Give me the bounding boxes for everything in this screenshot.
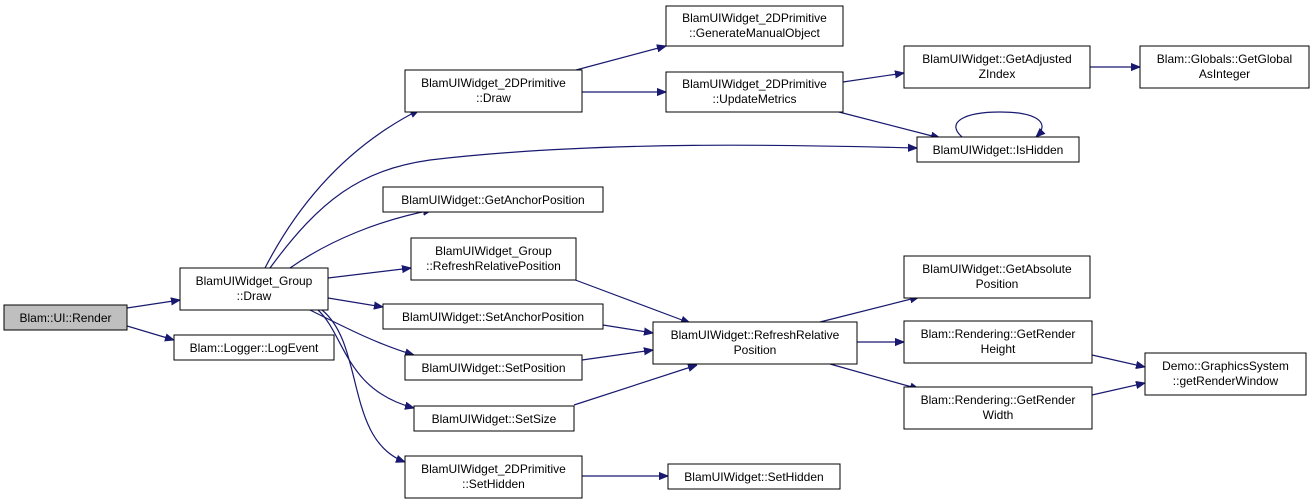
node-label-line1: BlamUIWidget::RefreshRelative (671, 328, 840, 342)
node-label-line1: BlamUIWidget_2DPrimitive (682, 77, 827, 91)
node-blam-ui-render[interactable]: Blam::UI::Render (3, 304, 128, 331)
node-label: BlamUIWidget::SetPosition (421, 361, 565, 375)
node-label-line2: Position (976, 277, 1019, 291)
node-get-render-width[interactable]: Blam::Rendering::GetRender Width (903, 386, 1093, 430)
edge-group-draw-to-set-position (309, 309, 414, 355)
node-label-line2: ::GenerateManualObject (689, 26, 820, 40)
node-get-adjusted-zindex[interactable]: BlamUIWidget::GetAdjusted ZIndex (903, 45, 1091, 89)
node-label-line1: Blam::Globals::GetGlobal (1157, 52, 1292, 66)
node-label-line2: ::UpdateMetrics (712, 92, 796, 106)
edge-group-draw-to-set-size (317, 309, 414, 408)
node-label-line2: ::getRenderWindow (1173, 374, 1279, 388)
node-get-render-height[interactable]: Blam::Rendering::GetRender Height (903, 320, 1093, 364)
node-is-hidden[interactable]: BlamUIWidget::IsHidden (916, 136, 1080, 163)
node-label-line2: AsInteger (1199, 67, 1250, 81)
edge-update-metrics-to-get-adj-z (842, 73, 904, 83)
node-label-line1: Blam::Rendering::GetRender (921, 327, 1076, 341)
node-label-line2: ::Draw (476, 91, 511, 105)
node-label-line1: BlamUIWidget_2DPrimitive (421, 462, 566, 476)
node-label-line1: Blam::Rendering::GetRender (921, 393, 1076, 407)
edge-group-draw-to-set-anchor (327, 297, 383, 307)
node-refresh-relative-position[interactable]: BlamUIWidget::RefreshRelative Position (652, 321, 858, 365)
node-get-anchor-position[interactable]: BlamUIWidget::GetAnchorPosition (382, 186, 604, 213)
edge-set-position-to-refresh-rel (581, 350, 653, 361)
node-set-anchor-position[interactable]: BlamUIWidget::SetAnchorPosition (382, 303, 604, 330)
node-update-metrics[interactable]: BlamUIWidget_2DPrimitive ::UpdateMetrics (665, 71, 844, 113)
node-globals-get-global-as-integer[interactable]: Blam::Globals::GetGlobal AsInteger (1139, 45, 1310, 89)
node-label-line1: BlamUIWidget_2DPrimitive (421, 76, 566, 90)
node-label: BlamUIWidget::SetSize (432, 412, 557, 426)
node-set-hidden[interactable]: BlamUIWidget::SetHidden (667, 463, 841, 490)
edge-group-draw-to-is-hidden (269, 145, 917, 269)
edge-set-size-to-refresh-rel (573, 365, 697, 406)
node-label-line1: BlamUIWidget::GetAbsolute (922, 262, 1072, 276)
node-label: BlamUIWidget::SetAnchorPosition (402, 310, 584, 324)
node-label-line2: ::Draw (237, 289, 272, 303)
node-label-line1: BlamUIWidget_2DPrimitive (682, 11, 827, 25)
node-log-event[interactable]: Blam::Logger::LogEvent (173, 334, 335, 361)
node-get-absolute-position[interactable]: BlamUIWidget::GetAbsolute Position (903, 255, 1091, 299)
edge-get-render-w-to-demo-gfx (1091, 383, 1145, 396)
edge-render-to-log-event (126, 325, 174, 340)
edge-set-anchor-to-refresh-rel (602, 324, 653, 333)
node-label-line1: BlamUIWidget_Group (435, 244, 552, 258)
edge-refresh-rel-to-get-render-w (829, 363, 919, 389)
node-set-size[interactable]: BlamUIWidget::SetSize (413, 405, 575, 432)
node-set-position[interactable]: BlamUIWidget::SetPosition (404, 354, 583, 381)
node-label-line2: Position (734, 343, 777, 357)
edge-render-to-group-draw (126, 300, 180, 309)
edges (126, 46, 1145, 476)
node-group-refresh[interactable]: BlamUIWidget_Group ::RefreshRelativePosi… (410, 237, 577, 281)
node-label-line1: BlamUIWidget::GetAdjusted (922, 52, 1071, 66)
node-label: BlamUIWidget::GetAnchorPosition (401, 193, 584, 207)
node-label: BlamUIWidget::IsHidden (933, 143, 1064, 157)
node-label-line1: BlamUIWidget_Group (196, 274, 313, 288)
edge-is-hidden-self (955, 111, 1042, 137)
node-label-line2: ::RefreshRelativePosition (426, 259, 561, 273)
edge-group-refresh-to-refresh-rel (569, 277, 690, 323)
node-label: BlamUIWidget::SetHidden (684, 470, 823, 484)
edge-group-draw-to-prim-sethidden (321, 309, 405, 462)
edge-prim-draw-to-gen-manual (575, 46, 666, 71)
edge-get-render-h-to-demo-gfx (1091, 354, 1145, 367)
node-label: Blam::UI::Render (19, 311, 111, 325)
edge-update-metrics-to-is-hidden (834, 110, 940, 138)
edge-group-draw-to-group-refresh (327, 268, 411, 279)
node-prim-draw[interactable]: BlamUIWidget_2DPrimitive ::Draw (404, 69, 583, 113)
node-demo-graphics-system[interactable]: Demo::GraphicsSystem ::getRenderWindow (1144, 352, 1307, 396)
node-label-line1: Demo::GraphicsSystem (1162, 359, 1289, 373)
edge-group-draw-to-prim-draw (264, 110, 419, 269)
node-label-line2: ZIndex (979, 67, 1016, 81)
node-label-line2: Height (981, 342, 1016, 356)
node-label-line2: ::SetHidden (462, 477, 525, 491)
edge-refresh-rel-to-get-abs-pos (819, 297, 919, 323)
node-prim-sethidden[interactable]: BlamUIWidget_2DPrimitive ::SetHidden (404, 455, 583, 499)
node-label-line2: Width (983, 408, 1014, 422)
node-generate-manual-object[interactable]: BlamUIWidget_2DPrimitive ::GenerateManua… (665, 5, 844, 47)
nodes: Blam::UI::Render BlamUIWidget_Group ::Dr… (3, 5, 1310, 499)
node-group-draw[interactable]: BlamUIWidget_Group ::Draw (179, 267, 329, 311)
edge-group-draw-to-get-anchor (289, 210, 432, 269)
node-label: Blam::Logger::LogEvent (190, 341, 319, 355)
